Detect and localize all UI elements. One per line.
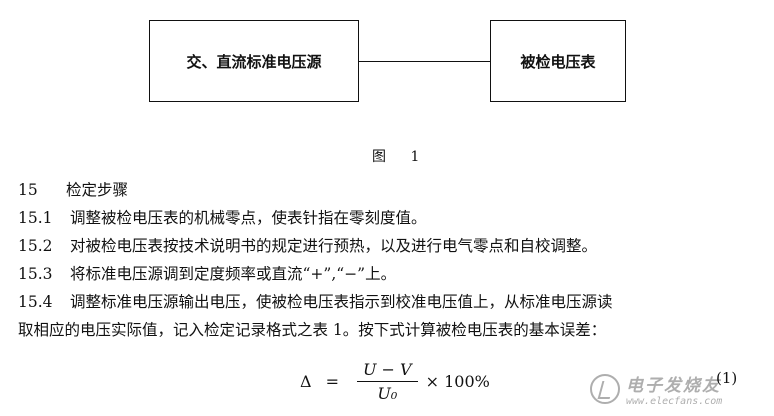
- formula-numerator: U − V: [356, 360, 418, 382]
- step-15-1: 15.1 调整被检电压表的机械零点，使表针指在零刻度值。: [18, 208, 427, 228]
- formula-denominator: U₀: [377, 383, 398, 403]
- step-15-4: 15.4 调整标准电压源输出电压，使被检电压表指示到校准电压值上，从标准电压源读: [18, 292, 613, 312]
- step-text: 调整标准电压源输出电压，使被检电压表指示到校准电压值上，从标准电压源读: [70, 293, 613, 311]
- standard-voltage-source-label: 交、直流标准电压源: [186, 52, 322, 71]
- standard-voltage-source-box: 交、直流标准电压源: [149, 20, 359, 102]
- watermark-url: www.elecfans.com: [626, 396, 723, 407]
- section-heading: 15 检定步骤: [18, 180, 128, 200]
- error-formula: Δ = U − V U₀ × 100%: [300, 356, 490, 406]
- watermark-title: 电子发烧友: [626, 376, 721, 396]
- step-text: 对被检电压表按技术说明书的规定进行预热，以及进行电气零点和自校调整。: [70, 237, 598, 255]
- section-title: 检定步骤: [66, 181, 129, 199]
- formula-delta: Δ: [300, 371, 312, 391]
- elecfans-logo-icon: [590, 374, 620, 404]
- step-15-3: 15.3 将标准电压源调到定度频率或直流“+”,“−”上。: [18, 264, 396, 284]
- watermark: 电子发烧友 www.elecfans.com: [590, 366, 740, 412]
- formula-fraction: U − V U₀: [356, 360, 418, 403]
- step-number: 15.3: [18, 265, 53, 283]
- step-text: 将标准电压源调到定度频率或直流“+”,“−”上。: [70, 265, 397, 283]
- equation-number: (1): [716, 369, 738, 387]
- step-15-2: 15.2 对被检电压表按技术说明书的规定进行预热，以及进行电气零点和自校调整。: [18, 236, 597, 256]
- step-text: 调整被检电压表的机械零点，使表针指在零刻度值。: [70, 209, 427, 227]
- voltmeter-under-test-label: 被检电压表: [520, 52, 596, 71]
- step-number: 15.2: [18, 237, 53, 255]
- figure-caption: 图 1: [372, 149, 430, 165]
- step-15-4-continuation: 取相应的电压实际值，记入检定记录格式之表 1。按下式计算被检电压表的基本误差：: [18, 321, 607, 339]
- step-number: 15.4: [18, 293, 53, 311]
- step-number: 15.1: [18, 209, 53, 227]
- formula-equals: =: [325, 371, 339, 391]
- formula-times-100-percent: × 100%: [425, 371, 490, 391]
- block-diagram: 交、直流标准电压源 被检电压表: [0, 0, 774, 140]
- connector-line: [359, 61, 490, 62]
- voltmeter-under-test-box: 被检电压表: [490, 20, 626, 102]
- section-number: 15: [18, 181, 38, 199]
